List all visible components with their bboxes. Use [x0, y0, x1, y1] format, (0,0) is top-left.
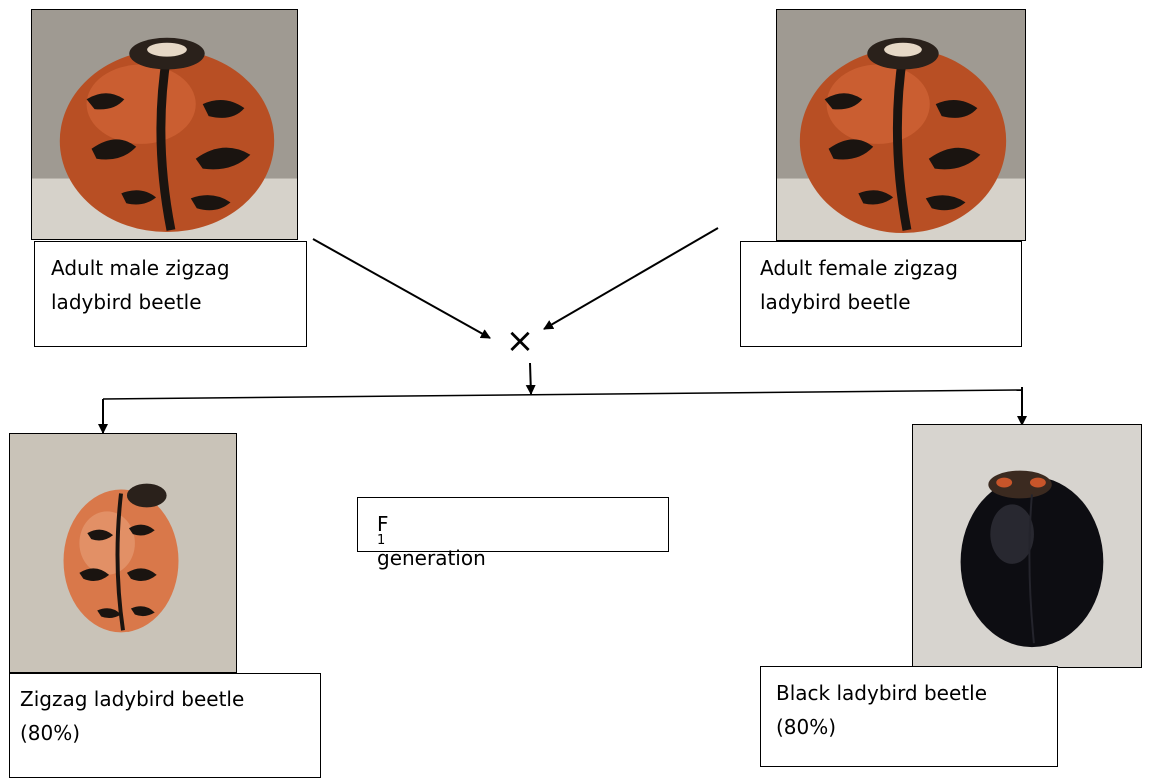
male-parent-label: Adult male zigzag ladybird beetle: [34, 241, 307, 347]
black-offspring-label: Black ladybird beetle (80%): [760, 666, 1058, 767]
zigzag-offspring-label: Zigzag ladybird beetle (80%): [9, 673, 321, 778]
female-to-cross-arrow: [544, 228, 718, 329]
zigzag-offspring-photo: [9, 433, 237, 673]
male-to-cross-arrow: [313, 239, 490, 338]
female-beetle-photo: [776, 9, 1026, 241]
female-parent-label: Adult female zigzag ladybird beetle: [740, 241, 1022, 347]
cross-symbol: ×: [506, 321, 535, 361]
cross-down-arrow: [530, 363, 531, 394]
male-beetle-photo: [31, 9, 298, 240]
branch-line: [103, 390, 1022, 399]
black-offspring-photo: [912, 424, 1142, 668]
